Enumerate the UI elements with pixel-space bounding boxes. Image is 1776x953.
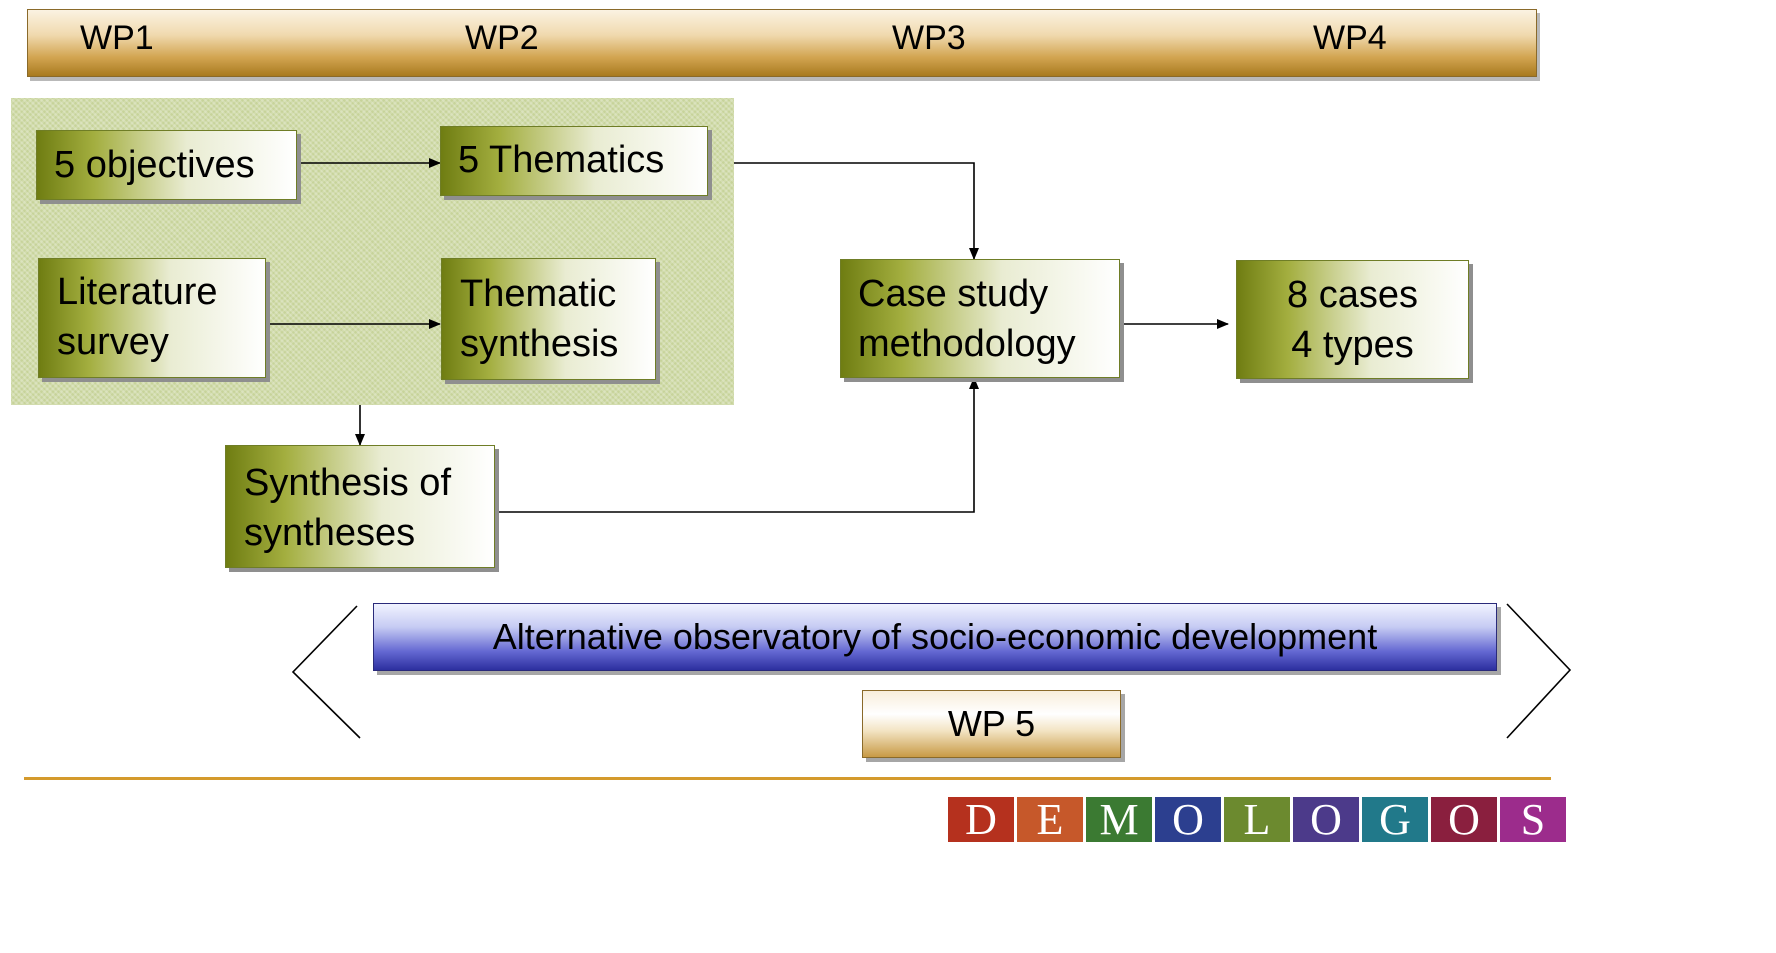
demologos-logo: D E M O L O G O S <box>948 797 1566 843</box>
logo-letter-l: L <box>1224 797 1290 843</box>
logo-letter-m: M <box>1086 797 1152 843</box>
logo-letter-e: E <box>1017 797 1083 843</box>
logo-letter-d: D <box>948 797 1014 843</box>
logo-letter-o3: O <box>1431 797 1497 843</box>
synthesis-of-syntheses-line2: syntheses <box>244 512 416 554</box>
logo-letter-o2: O <box>1293 797 1359 843</box>
wp2-label: WP2 <box>465 19 539 57</box>
logo-letter-o1: O <box>1155 797 1221 843</box>
cases-line2: 4 types <box>1291 324 1414 366</box>
objectives-box: 5 objectives <box>36 130 297 200</box>
wp4-label: WP4 <box>1313 19 1387 57</box>
thematics-box: 5 Thematics <box>440 126 708 196</box>
left-chevron <box>291 605 361 739</box>
logo-letter-s: S <box>1500 797 1566 843</box>
arrow-thematics-to-case-study <box>734 162 979 260</box>
work-package-bar <box>27 9 1537 77</box>
thematic-synthesis-box: Thematic synthesis <box>441 258 656 380</box>
synthesis-of-syntheses-line1: Synthesis of <box>244 462 451 504</box>
right-chevron <box>1506 603 1572 739</box>
cases-types-box: 8 cases 4 types <box>1236 260 1469 379</box>
case-study-line1: Case study <box>858 273 1049 315</box>
cases-line1: 8 cases <box>1287 274 1418 316</box>
case-study-methodology-box: Case study methodology <box>840 259 1120 378</box>
wp1-label: WP1 <box>80 19 154 57</box>
literature-survey-box: Literature survey <box>38 258 266 378</box>
literature-survey-line1: Literature <box>57 271 218 313</box>
synthesis-of-syntheses-box: Synthesis of syntheses <box>225 445 495 568</box>
thematic-synthesis-line1: Thematic <box>460 273 617 315</box>
wp5-box: WP 5 <box>862 690 1121 758</box>
thematics-text: 5 Thematics <box>458 139 665 181</box>
thematic-synthesis-line2: synthesis <box>460 323 619 365</box>
footer-divider <box>24 777 1551 780</box>
logo-letter-g: G <box>1362 797 1428 843</box>
case-study-line2: methodology <box>858 323 1076 365</box>
objectives-text: 5 objectives <box>54 144 255 186</box>
literature-survey-line2: survey <box>57 321 169 363</box>
observatory-bar: Alternative observatory of socio-economi… <box>373 603 1497 671</box>
arrow-synthesis-to-case-study <box>495 377 979 513</box>
wp3-label: WP3 <box>892 19 966 57</box>
